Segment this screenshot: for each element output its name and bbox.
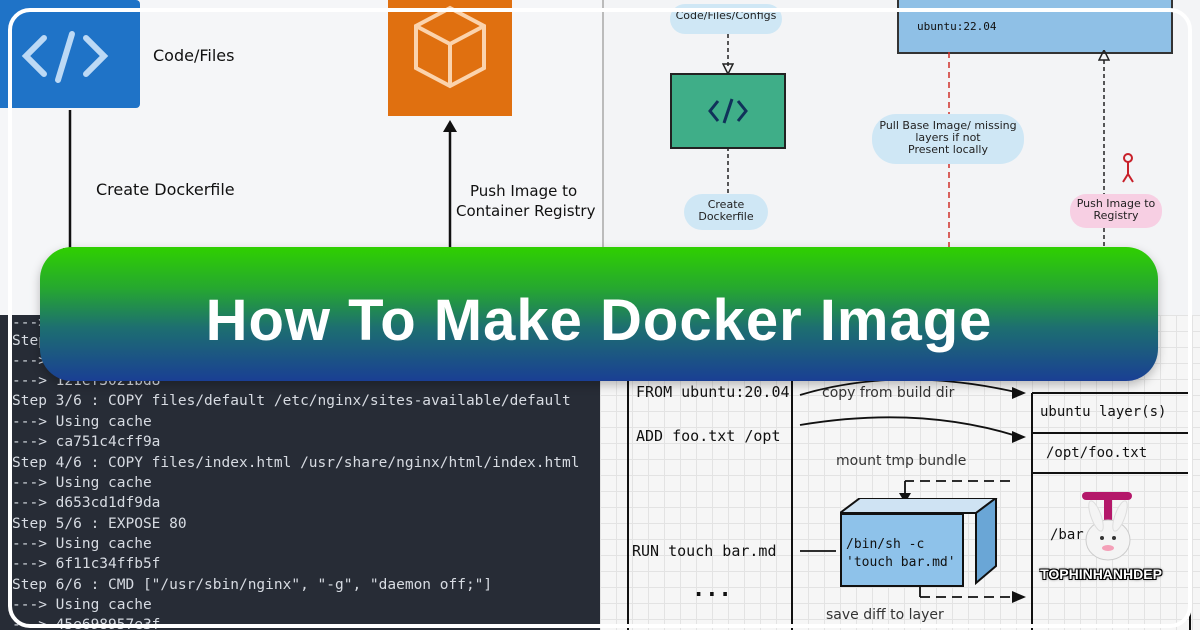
dockerfile-add-line: ADD foo.txt /opt	[636, 427, 781, 445]
pull-base-image-pill: Pull Base Image/ missing layers if not P…	[872, 114, 1024, 164]
push-image-label-2: Container Registry	[456, 202, 596, 220]
terminal-line: ---> 6f11c34ffb5f	[12, 556, 161, 572]
code-files-label: Code/Files	[153, 46, 235, 65]
down-arrow	[63, 110, 77, 260]
mount-note: mount tmp bundle	[836, 453, 967, 469]
up-arrow	[443, 120, 457, 260]
terminal-line: ---> 45e698957e3f	[12, 617, 161, 630]
code-files-configs-pill: Code/Files/Configs	[670, 4, 782, 34]
dockerfile-run-line: RUN touch bar.md	[632, 542, 777, 560]
terminal-line: Step 5/6 : EXPOSE 80	[12, 516, 187, 532]
run-container-box	[840, 513, 964, 587]
dashed-down-arrow	[722, 34, 734, 74]
ubuntu-tag-label: ubuntu:22.04	[917, 20, 997, 33]
terminal-line: ---> d653cd1df9da	[12, 495, 161, 511]
create-dockerfile-label: Create Dockerfile	[96, 180, 235, 199]
copy-note: copy from build dir	[822, 385, 955, 401]
person-icon	[1122, 153, 1134, 183]
dashed-line	[727, 147, 729, 197]
code-icon-box-small	[670, 73, 786, 149]
terminal-line: Step 4/6 : COPY files/index.html /usr/sh…	[12, 455, 580, 471]
push-registry-pill: Push Image to Registry	[1070, 194, 1162, 228]
terminal-line: ---> Using cache	[12, 597, 152, 613]
terminal-line: Step 3/6 : COPY files/default /etc/nginx…	[12, 393, 571, 409]
create-dockerfile-pill: Create Dockerfile	[684, 194, 768, 230]
title-banner: How To Make Docker Image	[40, 247, 1158, 381]
code-brackets-icon	[21, 31, 109, 83]
terminal-line: ---> ca751c4cff9a	[12, 434, 161, 450]
registry-box	[388, 0, 512, 116]
save-note: save diff to layer	[826, 607, 944, 623]
package-cube-icon	[414, 5, 486, 89]
box-line-1: /bin/sh -c	[846, 537, 925, 552]
watermark-logo: TOPHINHANHDEP	[1036, 486, 1166, 596]
terminal-line: ---> Using cache	[12, 414, 152, 430]
terminal-line: Step 6/6 : CMD ["/usr/sbin/nginx", "-g",…	[12, 577, 493, 593]
banner-title: How To Make Docker Image	[205, 288, 993, 353]
dockerfile-ellipsis: ...	[692, 577, 732, 602]
terminal-line: ---> Using cache	[12, 536, 152, 552]
ubuntu-image-box: ubuntu:22.04	[897, 0, 1173, 54]
logo-text: TOPHINHANHDEP	[1040, 566, 1162, 582]
box-line-2: 'touch bar.md'	[846, 555, 956, 570]
layer-foo: /opt/foo.txt	[1046, 445, 1148, 461]
terminal-line: ---> Using cache	[12, 475, 152, 491]
push-image-label-1: Push Image to	[470, 182, 578, 200]
layer-ubuntu: ubuntu layer(s)	[1040, 404, 1167, 420]
dashed-up-arrow	[1098, 50, 1110, 250]
code-icon-box	[0, 0, 140, 108]
dockerfile-from-line: FROM ubuntu:20.04	[636, 383, 790, 401]
bunny-mascot-icon	[1082, 492, 1132, 561]
run-container-box-3d	[840, 498, 998, 586]
code-brackets-icon	[708, 98, 748, 124]
